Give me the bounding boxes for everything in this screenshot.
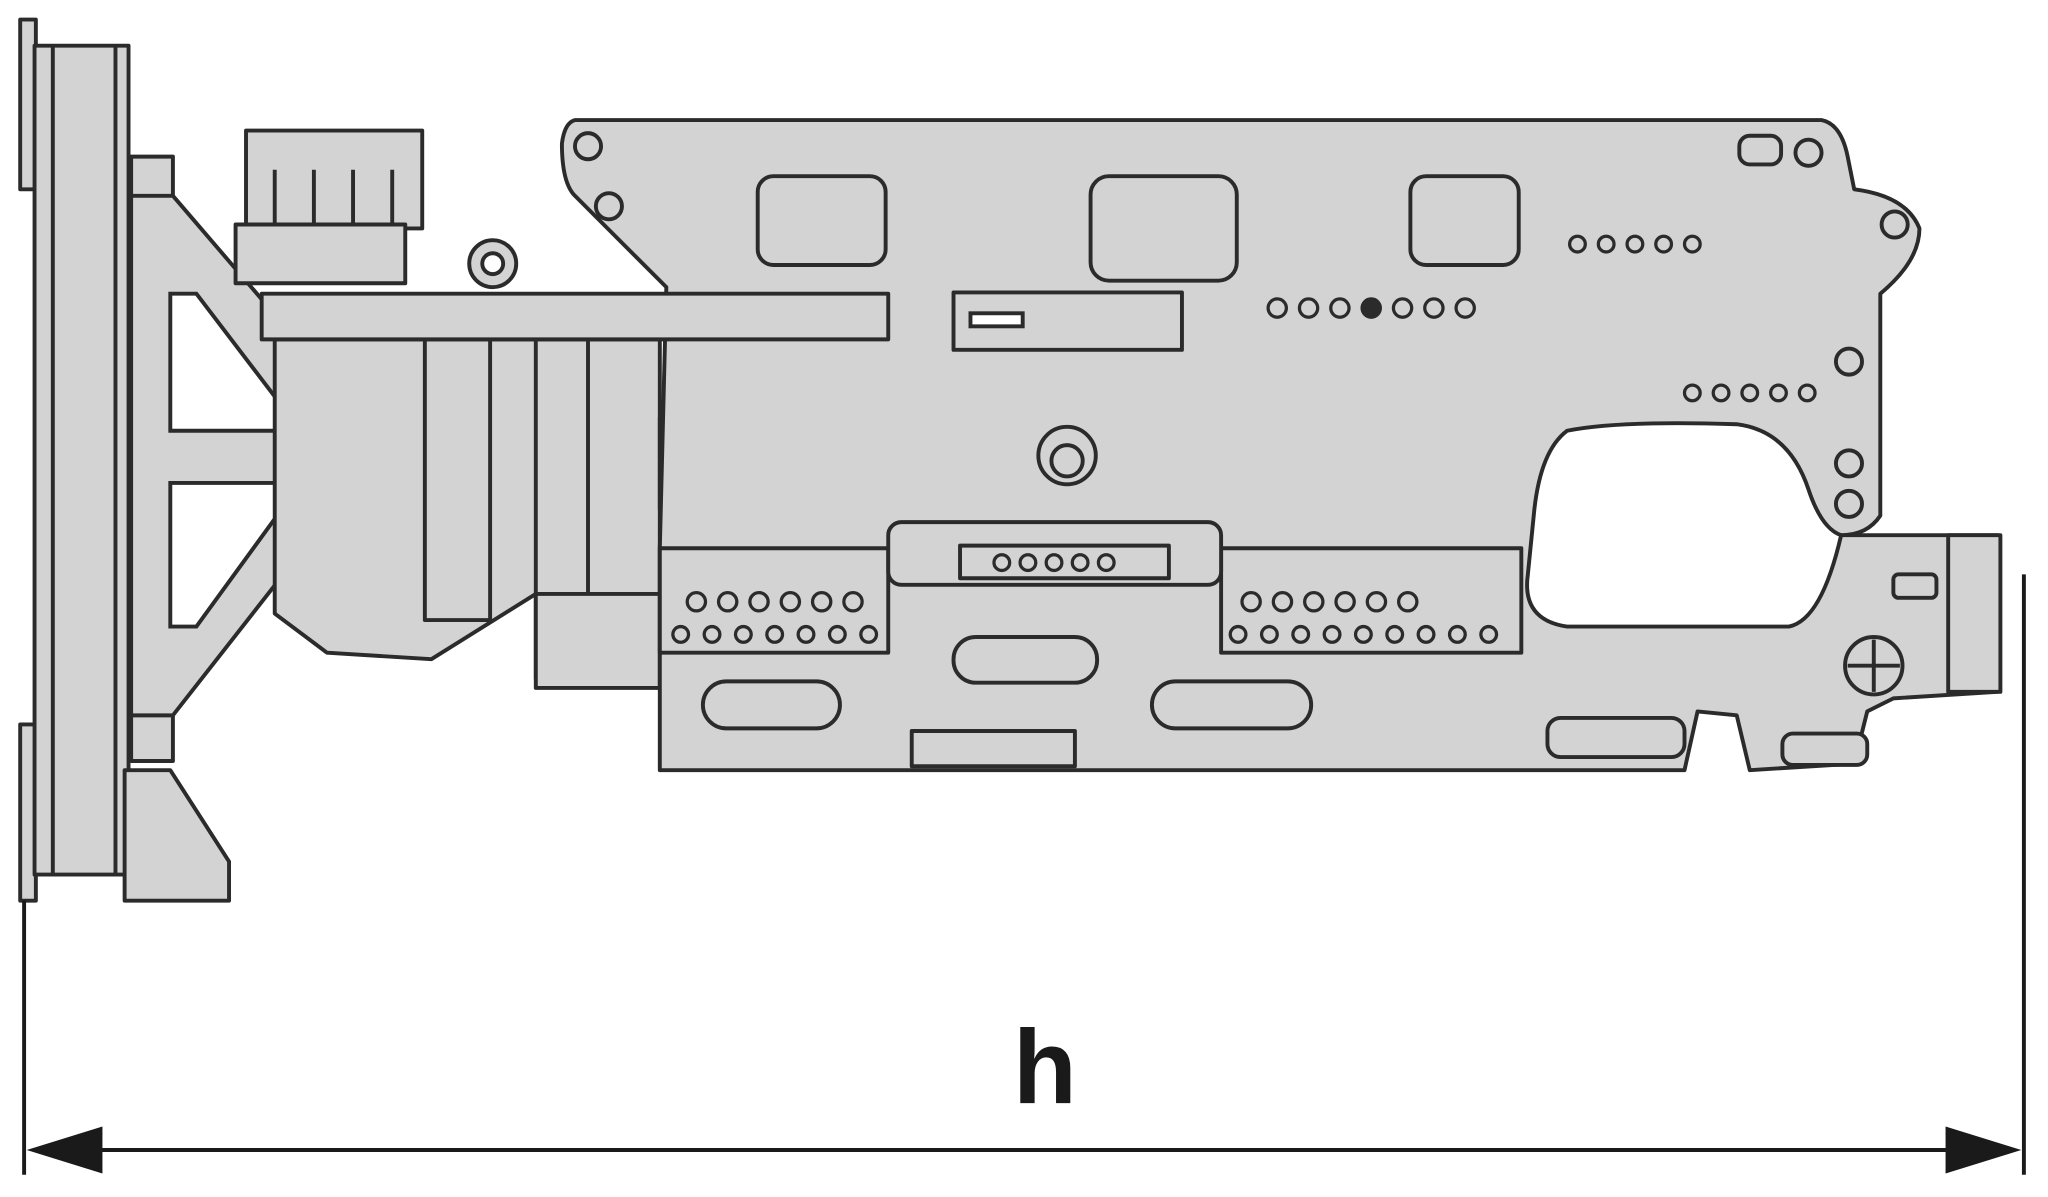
hole-row [671, 234, 1817, 644]
arm-bar [259, 291, 891, 342]
mounting-plate [18, 17, 131, 903]
arrow-left-icon [26, 1126, 103, 1174]
main-board [559, 118, 2003, 773]
dimension-h: h [22, 574, 2026, 1175]
bracket [122, 154, 388, 903]
arrow-right-icon [1945, 1126, 2022, 1174]
dimension-label: h [1013, 1009, 1077, 1126]
